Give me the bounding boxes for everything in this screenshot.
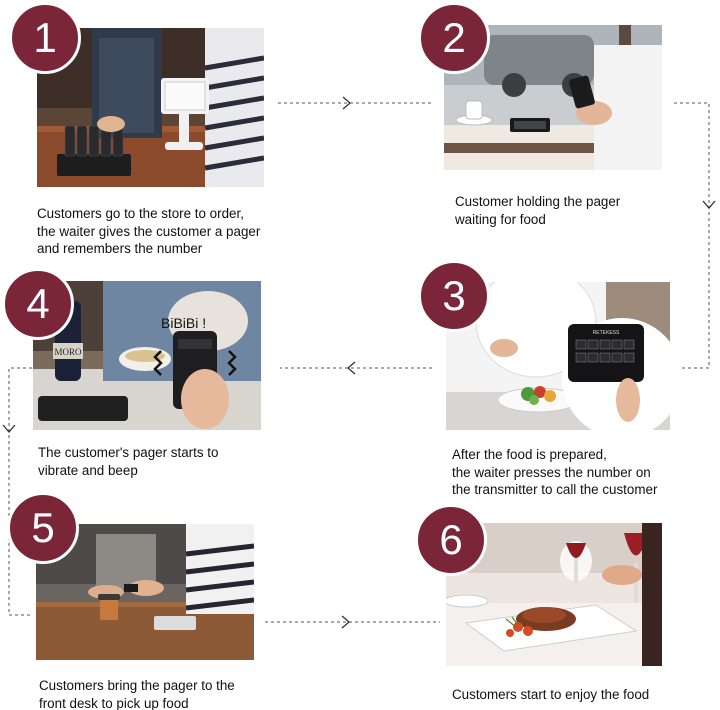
step-6-caption: Customers start to enjoy the food [452, 686, 649, 704]
step-2-caption: Customer holding the pager waiting for f… [455, 193, 620, 228]
arrow-head-left-1 [347, 361, 356, 375]
step-1-caption-line: Customers go to the store to order, [37, 206, 244, 221]
step-2-number-badge: 2 [418, 2, 490, 74]
step-2-caption-line: Customer holding the pager [455, 194, 621, 209]
step-6-caption-line: Customers start to enjoy the food [452, 687, 650, 702]
step-4-caption: The customer's pager starts to vibrate a… [38, 444, 218, 479]
connector-4-5 [8, 367, 32, 616]
step-5-caption-line: Customers bring the pager to the [39, 678, 235, 693]
arrow-head-down-2 [2, 424, 16, 433]
bibibi-sound-text: BiBiBi ! [161, 315, 207, 331]
step-1-caption-line: the waiter gives the customer a pager [37, 223, 261, 239]
step-1-caption: Customers go to the store to order, the … [37, 205, 260, 258]
step-4-caption-line: vibrate and beep [38, 462, 138, 478]
step-3-photo: RETEKESS [446, 282, 670, 430]
step-5-caption-line: front desk to pick up food [39, 695, 189, 710]
step-4-number-badge: 4 [2, 268, 74, 340]
step-3-caption-line: the waiter presses the number on [452, 464, 651, 480]
step-4-caption-line: The customer's pager starts to [38, 445, 219, 460]
step-1-photo [37, 28, 264, 187]
step-3-number-badge: 3 [418, 260, 490, 332]
step-5-caption: Customers bring the pager to the front d… [39, 677, 235, 710]
step-2-caption-line: waiting for food [455, 211, 546, 227]
arrow-head-right-1 [342, 96, 351, 110]
step-3-caption-line: After the food is prepared, [452, 447, 607, 462]
step-1-caption-line: and remembers the number [37, 241, 203, 257]
step-3-caption: After the food is prepared, the waiter p… [452, 446, 657, 499]
transmitter-brand: RETEKESS [593, 330, 620, 336]
step-5-number-badge: 5 [7, 492, 79, 564]
step-1-number-badge: 1 [9, 2, 81, 74]
arrow-head-right-2 [341, 615, 350, 629]
step-6-number-badge: 6 [415, 504, 487, 576]
step-3-caption-line: the transmitter to call the customer [452, 482, 658, 498]
bottle-label: MORO [54, 347, 82, 357]
connector-2-3 [674, 102, 710, 369]
arrow-head-down-1 [702, 200, 716, 209]
